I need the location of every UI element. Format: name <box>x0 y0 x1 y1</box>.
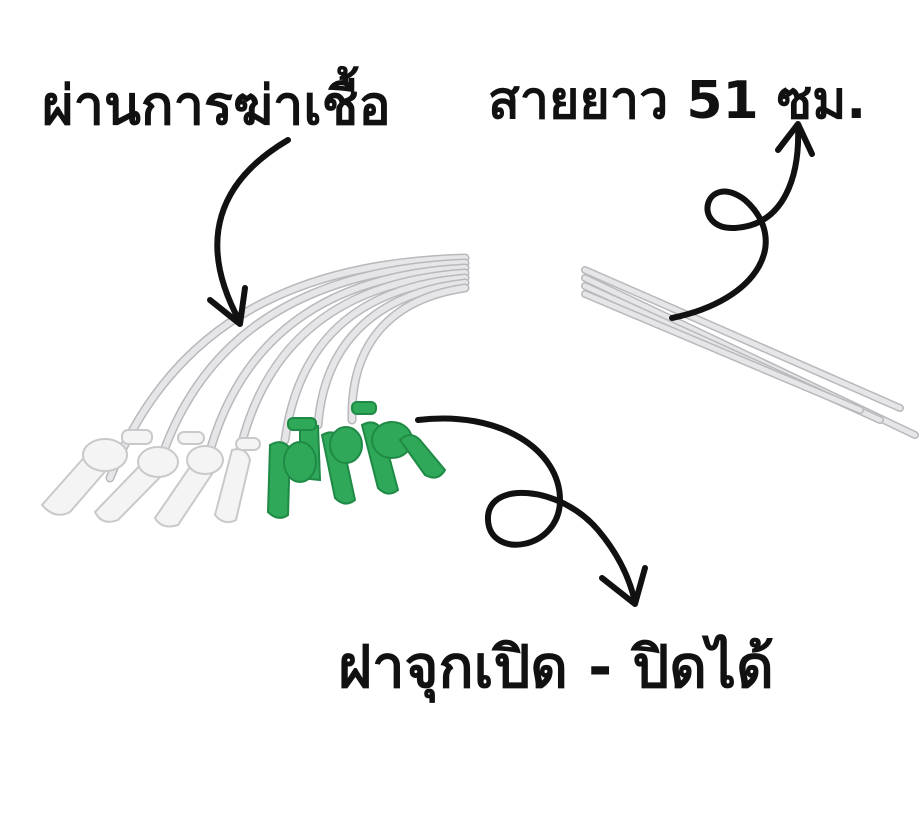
arrow-cap-icon <box>415 415 648 607</box>
sterile-label: ผ่านการฆ่าเชื้อ <box>42 74 391 137</box>
cap-label: ฝาจุกเปิด - ปิดได้ <box>338 633 774 701</box>
arrow-sterile-icon <box>207 137 291 327</box>
white-connectors <box>40 429 261 528</box>
tube-bundle-right <box>581 266 919 439</box>
length-label: สายยาว 51 ซม. <box>488 71 867 131</box>
arrow-length-icon <box>669 121 815 321</box>
tube-bundle-left <box>105 253 470 483</box>
green-connectors <box>266 401 447 519</box>
